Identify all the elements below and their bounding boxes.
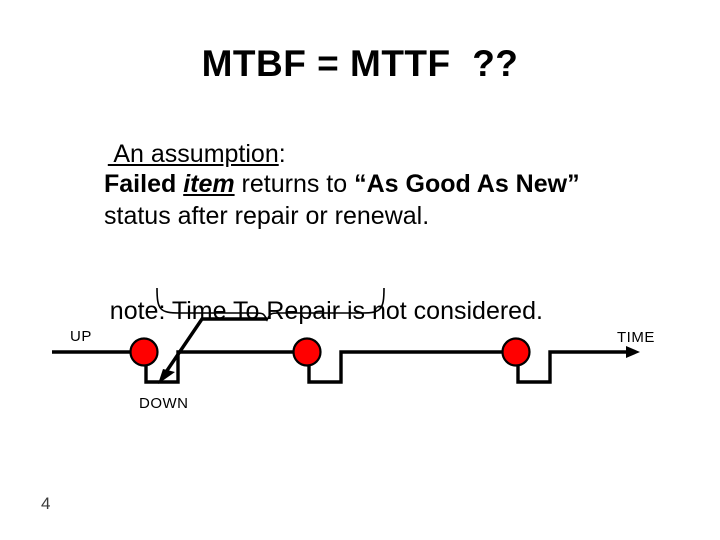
page-number: 4 (41, 494, 51, 513)
time-axis-arrowhead (626, 346, 640, 358)
assumption-body-text: Failed item returns to “As Good As New” … (104, 168, 634, 232)
assumption-heading: An assumption: (80, 108, 286, 201)
body-segment-as-good-as-new: “As Good As New” (354, 170, 580, 198)
brace-annotation (156, 287, 385, 322)
failure-marker-1 (129, 337, 159, 367)
waveform-up-down-path (52, 350, 630, 384)
note-suffix: is not considered. (340, 297, 543, 325)
body-segment-item: item (183, 170, 235, 198)
body-segment-returns-to: returns to (234, 170, 355, 198)
body-segment-status-after-repair: status after repair or renewal. (104, 202, 430, 230)
failure-marker-2 (292, 337, 322, 367)
timing-diagram-svg (52, 287, 640, 384)
body-segment-failed: Failed (104, 170, 184, 198)
brace-leader-arrowhead (158, 369, 175, 384)
diagram-label-down: DOWN (139, 395, 189, 412)
diagram-label-time: TIME (617, 329, 655, 346)
failure-marker-3 (501, 337, 531, 367)
note-prefix: note: (109, 297, 172, 325)
diagram-label-up: UP (70, 328, 92, 345)
assumption-heading-colon: : (278, 140, 286, 168)
assumption-heading-underlined: An assumption (107, 140, 279, 168)
up-down-timing-diagram (0, 280, 720, 430)
page-title: MTBF = MTTF ?? (201, 43, 519, 84)
